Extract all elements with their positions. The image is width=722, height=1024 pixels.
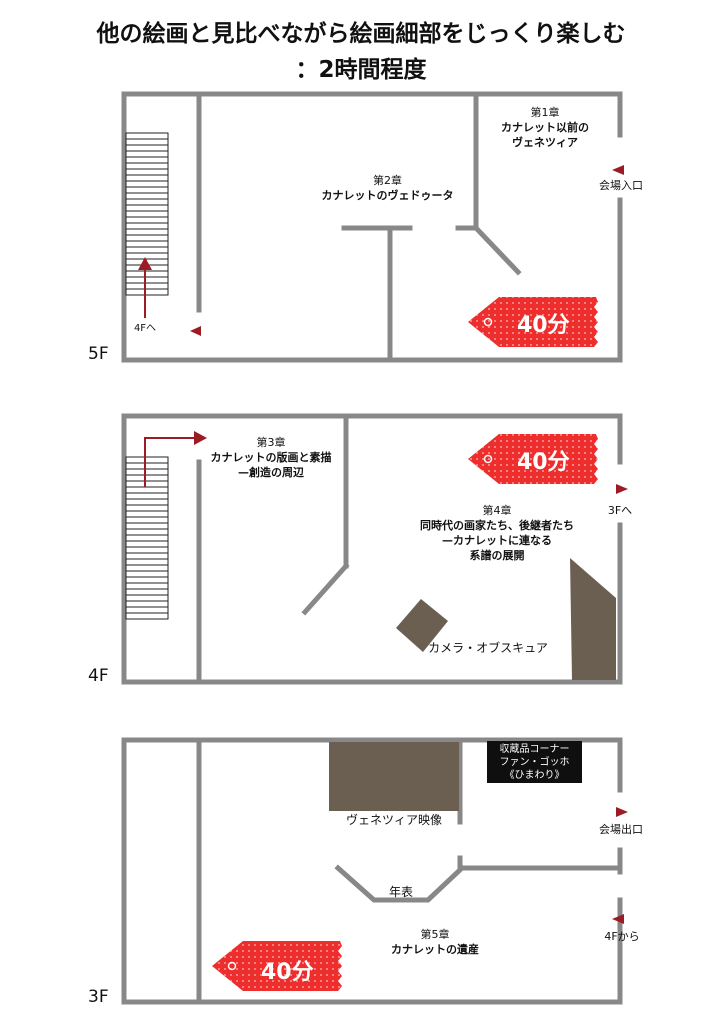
chapter-5-label: 第5章 カナレットの遺産 xyxy=(391,928,479,956)
collection-corner-box: 収蔵品コーナー ファン・ゴッホ 《ひまわり》 xyxy=(487,741,582,783)
from-4f-label: 4Fから xyxy=(604,930,640,943)
chapter-3-label: 第3章 カナレットの版画と素描 —創造の周辺 xyxy=(210,436,332,479)
tag-hole-icon xyxy=(483,454,493,464)
stairs-up-arrow xyxy=(138,257,152,318)
floor-4f-walls xyxy=(121,413,623,685)
page-title: 他の絵画と見比べながら絵画細部をじっくり楽しむ xyxy=(96,21,626,47)
chapter-1-label: 第1章 カナレット以前の ヴェネツィア xyxy=(501,106,589,149)
floor-3f-walls xyxy=(121,737,623,1005)
timeline-label: 年表 xyxy=(388,885,413,899)
floor-5f-stairs xyxy=(125,132,169,296)
entrance-arrow-icon xyxy=(612,165,624,175)
floor-4f-stairs xyxy=(125,456,169,620)
display-case-4f xyxy=(570,558,616,680)
floor-label-3f: 3F xyxy=(88,987,109,1007)
camera-obscura-label: カメラ・オブスキュア xyxy=(428,641,548,655)
floor-label-5f: 5F xyxy=(88,344,109,364)
time-badge-5f-text: 40分 xyxy=(517,313,570,338)
to-3f-arrow-icon xyxy=(616,484,628,494)
venice-video-label: ヴェネツィア映像 xyxy=(345,813,442,827)
chapter-2-label: 第2章 カナレットのヴェドゥータ xyxy=(321,174,454,202)
entrance-label: 会場入口 xyxy=(599,179,643,192)
tag-hole-icon xyxy=(227,961,237,971)
time-badge-3f-text: 40分 xyxy=(261,960,314,985)
time-badge-5f xyxy=(468,297,598,347)
page-subtitle: ：2時間程度 xyxy=(295,57,427,83)
from-4f-arrow-icon xyxy=(612,914,624,924)
time-badge-4f xyxy=(468,434,598,484)
time-badge-4f-text: 40分 xyxy=(517,450,570,475)
floor-5f-walls xyxy=(121,91,623,363)
stairs-route-arrow xyxy=(144,431,207,487)
to-4f-label: 4Fへ xyxy=(133,323,157,334)
to-4f-arrow-icon xyxy=(190,326,201,336)
tag-hole-icon xyxy=(483,317,493,327)
floor-label-4f: 4F xyxy=(88,666,109,686)
chapter-4-label: 第4章 同時代の画家たち、後継者たち —カナレットに連なる 系譜の展開 xyxy=(420,504,574,562)
camera-obscura-box xyxy=(396,599,448,652)
time-badge-3f xyxy=(212,941,342,991)
venice-video-screen xyxy=(329,742,459,811)
exit-label: 会場出口 xyxy=(599,823,643,836)
to-3f-label: 3Fへ xyxy=(607,504,633,517)
exit-arrow-icon xyxy=(616,807,628,817)
